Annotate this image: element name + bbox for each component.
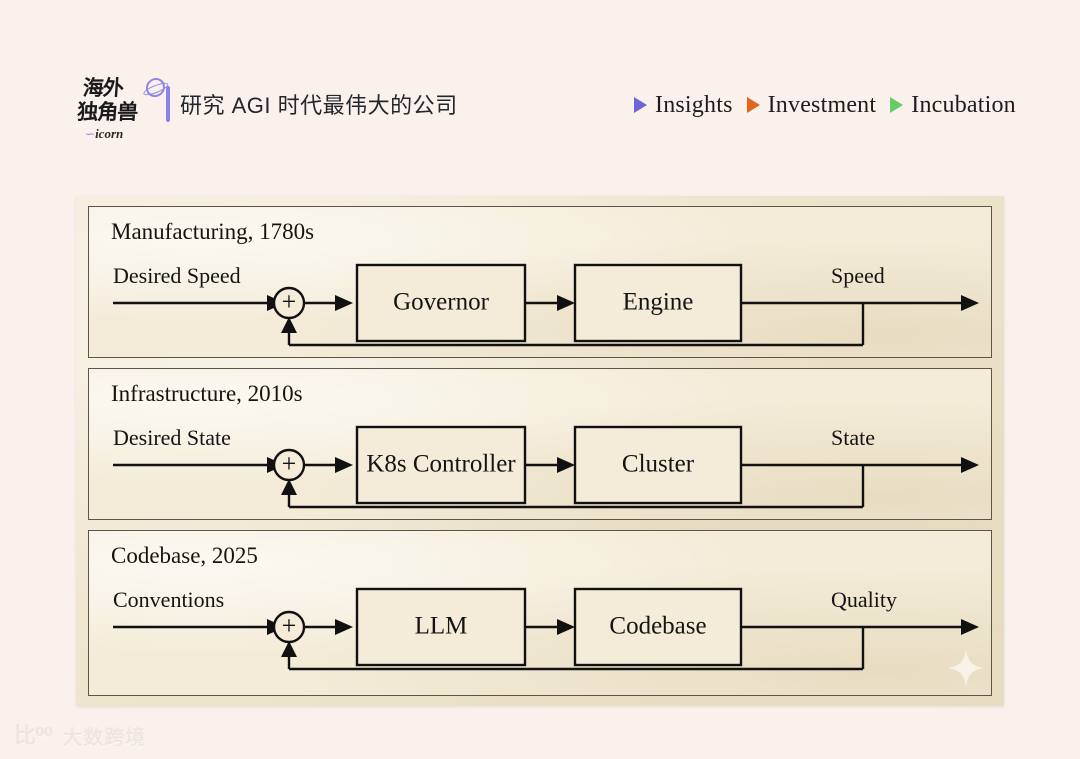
nav-item-incubation-label: Incubation xyxy=(911,91,1016,118)
input-signal-label: Desired Speed xyxy=(113,263,241,288)
nav-item-incubation[interactable]: Incubation xyxy=(890,92,1016,119)
summing-junction-symbol: + xyxy=(282,449,297,478)
summing-junction-symbol: + xyxy=(282,287,297,316)
slide-header: 海外 独角兽 ∽icorn 研究 AGI 时代最伟大的公司 Insights I… xyxy=(0,0,1080,180)
nav-item-investment[interactable]: Investment xyxy=(746,91,877,119)
control-loop-diagram: + Desired Speed Governor Engine Speed xyxy=(89,207,991,357)
triangle-right-icon xyxy=(746,97,760,113)
footer-logo-text: 大数跨境 xyxy=(62,725,147,749)
input-signal-label: Desired State xyxy=(113,425,231,450)
brand-logo-characters: 海外 独角兽 xyxy=(76,76,166,126)
brand-logo-subtext-label: icorn xyxy=(95,126,124,141)
nav-item-investment-label: Investment xyxy=(767,91,877,118)
panel-title: Manufacturing, 1780s xyxy=(111,219,315,244)
plant-block-label: Cluster xyxy=(622,451,695,478)
nav-item-insights[interactable]: Insights xyxy=(634,92,733,119)
summing-junction-symbol: + xyxy=(282,611,297,640)
footer-logo-mark: 比⁰⁰ xyxy=(14,724,53,749)
page-title: 研究 AGI 时代最伟大的公司 xyxy=(180,93,458,118)
title-accent-bar xyxy=(166,86,170,122)
control-loop-diagram: + Desired State K8s Controller Cluster S… xyxy=(89,369,991,519)
diagram-panel-infrastructure: Infrastructure, 2010s xyxy=(88,368,992,520)
diagram-panel-codebase: Codebase, 2025 xyxy=(88,530,992,696)
triangle-right-icon xyxy=(890,97,904,113)
output-signal-label: Speed xyxy=(831,263,885,288)
panel-title: Codebase, 2025 xyxy=(111,543,258,568)
diagram-card: Manufacturing, 1780s xyxy=(76,196,1004,706)
brand-logo: 海外 独角兽 ∽icorn xyxy=(76,76,166,142)
output-signal-label: State xyxy=(831,425,875,450)
control-loop-diagram: + Conventions LLM Codebase Quality xyxy=(89,531,991,695)
sparkle-icon xyxy=(948,648,984,688)
input-signal-label: Conventions xyxy=(113,587,224,612)
brand-logo-line2: 独角兽 xyxy=(76,100,139,124)
nav-item-insights-label: Insights xyxy=(655,91,733,118)
plant-block-label: Engine xyxy=(623,289,694,316)
diagram-panel-manufacturing: Manufacturing, 1780s xyxy=(88,206,992,358)
swirl-icon: ∽ xyxy=(85,127,96,141)
planet-icon xyxy=(145,78,166,97)
brand-logo-subtext: ∽icorn xyxy=(85,126,123,142)
triangle-right-icon xyxy=(634,97,647,113)
controller-block-label: K8s Controller xyxy=(366,451,516,478)
controller-block-label: LLM xyxy=(415,613,468,640)
plant-block-label: Codebase xyxy=(609,613,706,640)
controller-block-label: Governor xyxy=(393,289,489,316)
footer-watermark: 比⁰⁰ 大数跨境 xyxy=(14,726,146,748)
output-signal-label: Quality xyxy=(831,587,897,612)
panel-title: Infrastructure, 2010s xyxy=(111,381,303,406)
header-nav: Insights Investment Incubation xyxy=(634,88,1016,122)
